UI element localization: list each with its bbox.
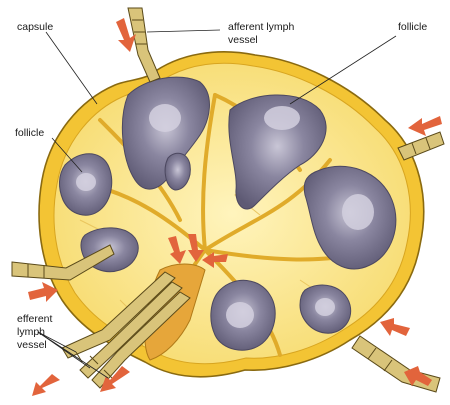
- arrow-icon: [168, 236, 186, 264]
- afferent-label-line1: afferent lymph: [228, 21, 295, 33]
- arrow-icon: [32, 374, 60, 396]
- follicle-small-center: [164, 152, 191, 191]
- lymph-vessel-icon: [61, 271, 176, 359]
- arrow-icon: [408, 116, 442, 136]
- follicle-label-right: follicle: [398, 21, 427, 33]
- lymph-node: [38, 51, 425, 378]
- lymph-vessel-icon: [75, 291, 191, 389]
- efferent-vessels: [11, 244, 191, 389]
- arrow-icon: [116, 18, 136, 52]
- arrow-icon: [202, 252, 228, 268]
- afferent-label-line2: vessel: [228, 34, 258, 46]
- lymph-vessel-icon: [11, 244, 115, 281]
- leader-lines: [37, 29, 397, 379]
- capsule-label: capsule: [17, 21, 53, 33]
- arrow-icon: [404, 366, 432, 386]
- arrow-icon: [28, 282, 58, 302]
- arrow-icon: [380, 318, 410, 336]
- follicle-top-center: [228, 94, 327, 210]
- efferent-label-line2: lymph: [17, 326, 45, 338]
- arrow-icon: [100, 366, 130, 392]
- germinal-centers: [76, 104, 374, 328]
- lymph-vessel-icon: [127, 7, 161, 83]
- follicle-label-left: follicle: [15, 127, 44, 139]
- lymph-vessel-icon: [397, 131, 445, 161]
- flow-arrows: [28, 18, 442, 396]
- arrow-icon: [188, 234, 204, 262]
- efferent-label-line3: vessel: [17, 339, 47, 351]
- efferent-label-line1: efferent: [17, 313, 52, 325]
- labels: capsule afferent lymph vessel follicle f…: [15, 21, 427, 351]
- lymph-vessel-icon: [79, 281, 183, 379]
